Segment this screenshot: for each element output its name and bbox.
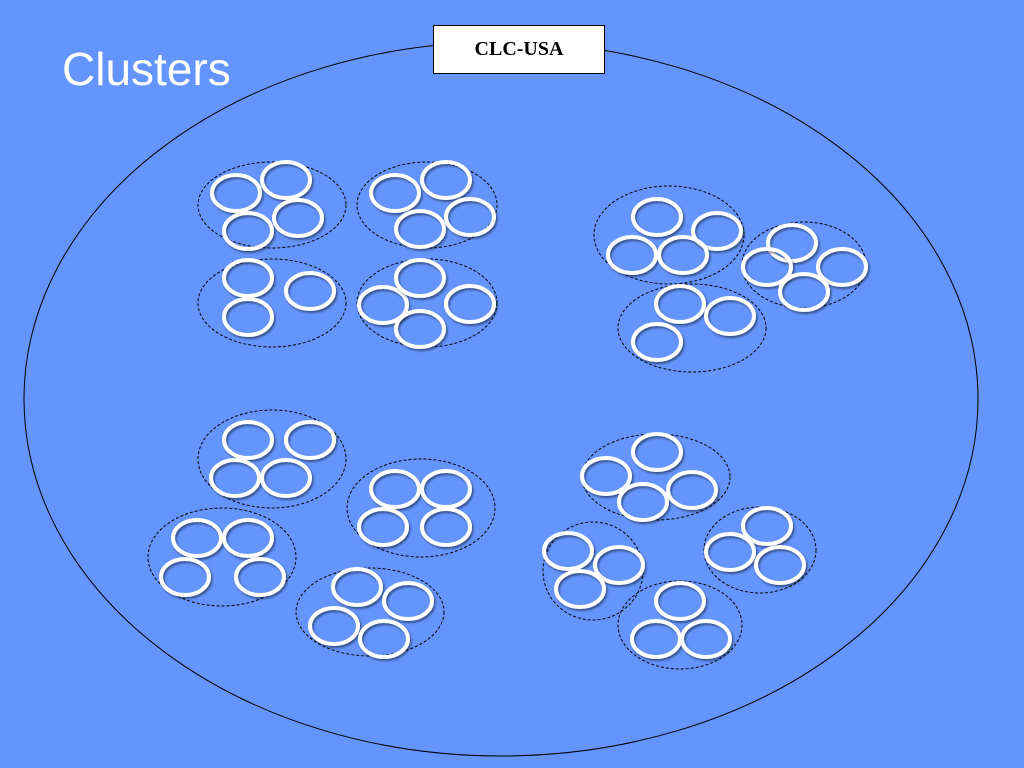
node-ring bbox=[630, 619, 682, 659]
cluster-group bbox=[542, 521, 645, 621]
node-ring bbox=[704, 532, 756, 572]
cluster-group bbox=[617, 580, 743, 670]
node-ring bbox=[394, 309, 446, 349]
node-ring bbox=[284, 420, 336, 460]
cluster-outline bbox=[295, 567, 445, 657]
cluster-outline bbox=[197, 409, 347, 509]
boundary-ellipse bbox=[23, 41, 979, 757]
cluster-outline bbox=[741, 221, 867, 309]
node-ring bbox=[691, 211, 743, 251]
node-ring bbox=[222, 420, 274, 460]
node-ring bbox=[754, 545, 806, 585]
node-ring bbox=[394, 209, 446, 249]
node-ring bbox=[654, 284, 706, 324]
node-ring bbox=[358, 619, 410, 659]
node-ring bbox=[741, 506, 793, 546]
cluster-group bbox=[147, 507, 297, 607]
node-ring bbox=[260, 160, 312, 200]
node-ring bbox=[766, 223, 818, 263]
node-ring bbox=[420, 469, 472, 509]
node-ring bbox=[357, 285, 409, 325]
node-ring bbox=[420, 507, 472, 547]
node-ring bbox=[680, 619, 732, 659]
cluster-group bbox=[295, 567, 445, 659]
cluster-group bbox=[580, 432, 731, 522]
cluster-group bbox=[741, 221, 868, 312]
node-ring bbox=[704, 296, 756, 336]
node-ring bbox=[159, 557, 211, 597]
cluster-outline bbox=[356, 258, 498, 348]
node-ring bbox=[617, 482, 669, 522]
node-ring bbox=[631, 322, 683, 362]
node-ring bbox=[222, 258, 274, 298]
cluster-outline bbox=[346, 458, 496, 558]
node-ring bbox=[444, 197, 496, 237]
node-ring bbox=[209, 458, 261, 498]
cluster-group bbox=[593, 185, 745, 285]
node-ring bbox=[284, 271, 336, 311]
node-ring bbox=[171, 518, 223, 558]
boundary-label-box: CLC-USA bbox=[433, 25, 605, 74]
cluster-group bbox=[197, 409, 347, 509]
node-ring bbox=[272, 198, 324, 238]
node-ring bbox=[654, 581, 706, 621]
node-ring bbox=[308, 606, 360, 646]
node-ring bbox=[741, 247, 793, 287]
cluster-group bbox=[197, 160, 347, 251]
cluster-outline bbox=[197, 161, 347, 249]
cluster-group bbox=[197, 258, 347, 348]
node-ring bbox=[778, 272, 830, 312]
cluster-outline bbox=[356, 161, 498, 249]
node-ring bbox=[210, 173, 262, 213]
slide-title: Clusters bbox=[62, 43, 231, 95]
node-ring bbox=[357, 507, 409, 547]
cluster-outline bbox=[593, 185, 745, 285]
node-ring bbox=[331, 567, 383, 607]
cluster-outline bbox=[703, 506, 817, 594]
cluster-group bbox=[617, 283, 767, 373]
node-ring bbox=[542, 531, 594, 571]
boundary-label: CLC-USA bbox=[474, 38, 564, 60]
node-ring bbox=[222, 211, 274, 251]
node-ring bbox=[606, 235, 658, 275]
node-ring bbox=[222, 297, 274, 337]
cluster-outline bbox=[147, 507, 297, 607]
node-ring bbox=[816, 247, 868, 287]
node-ring bbox=[554, 569, 606, 609]
node-ring bbox=[631, 197, 683, 237]
cluster-group bbox=[346, 458, 496, 558]
node-ring bbox=[666, 470, 718, 510]
node-ring bbox=[234, 557, 286, 597]
node-ring bbox=[382, 581, 434, 621]
cluster-outline bbox=[617, 283, 767, 373]
node-ring bbox=[420, 160, 472, 200]
node-ring bbox=[369, 173, 421, 213]
node-ring bbox=[369, 469, 421, 509]
cluster-outline bbox=[197, 258, 347, 348]
node-ring bbox=[580, 456, 632, 496]
cluster-group bbox=[356, 258, 498, 349]
node-ring bbox=[444, 284, 496, 324]
node-ring bbox=[260, 458, 312, 498]
node-ring bbox=[657, 235, 709, 275]
node-ring bbox=[593, 545, 645, 585]
cluster-group bbox=[703, 506, 817, 594]
node-ring bbox=[631, 432, 683, 472]
node-ring bbox=[222, 518, 274, 558]
node-ring bbox=[394, 258, 446, 298]
cluster-group bbox=[356, 160, 498, 249]
